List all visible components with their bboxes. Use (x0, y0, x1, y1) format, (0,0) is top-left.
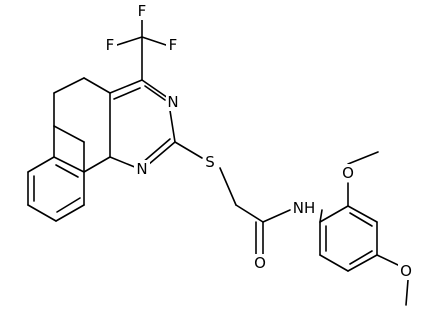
fluorine-atom-left: F (103, 36, 117, 54)
atom-label-o-methoxy-2: O (342, 164, 354, 182)
carbonyl-oxygen: O (252, 254, 268, 272)
amide-nitrogen: NH (291, 199, 317, 217)
atom-label-o-methoxy-4: O (400, 262, 412, 280)
bond-lines (27, 12, 409, 306)
atom-label-s: S (205, 153, 215, 171)
fluorine-atom-right: F (166, 36, 180, 54)
nitrogen-atom-lower: N (134, 160, 150, 178)
sulfur-atom: S (203, 153, 217, 171)
atom-label-n-upper: N (167, 93, 178, 111)
atom-labels: F F F N N S NH O (103, 2, 414, 280)
atom-label-f3: F (169, 36, 178, 54)
fluorine-atom-top: F (135, 2, 149, 20)
atom-label-nh: NH (293, 199, 316, 217)
atom-label-f2: F (106, 36, 115, 54)
atom-label-f1: F (138, 2, 147, 20)
atom-label-o-carbonyl: O (254, 254, 266, 272)
nitrogen-atom-upper: N (166, 93, 180, 111)
methoxy-oxygen-ortho: O (340, 164, 356, 182)
methoxy-oxygen-para: O (398, 262, 414, 280)
atom-label-n-lower: N (136, 160, 147, 178)
